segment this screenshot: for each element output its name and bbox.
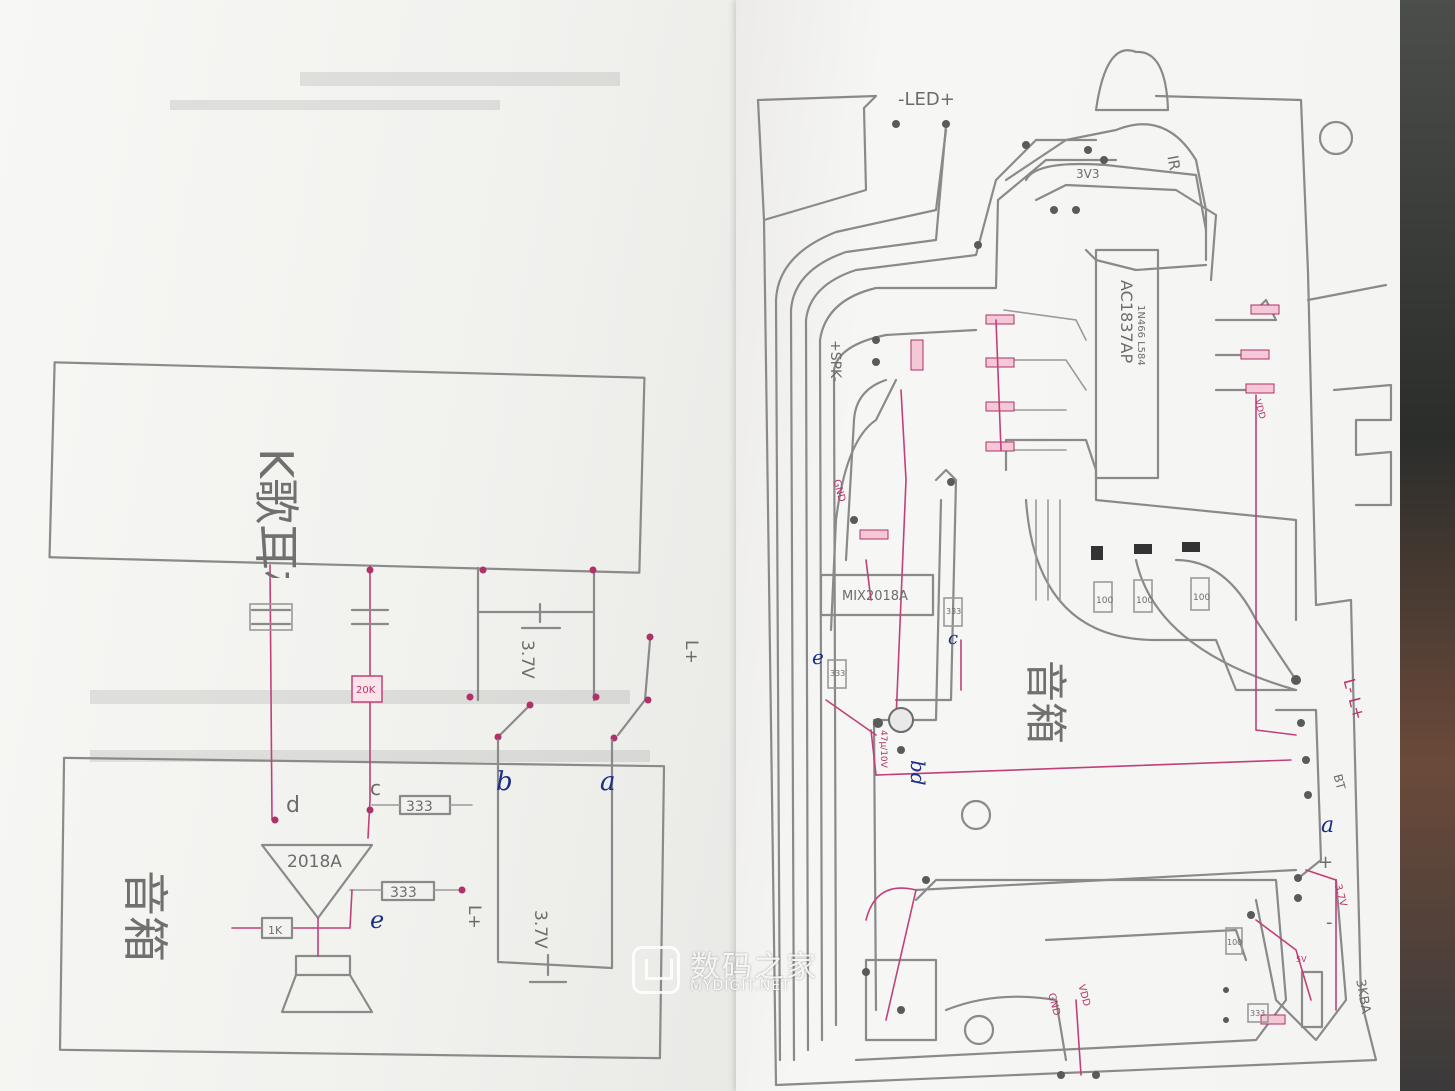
capacitor-c — [350, 608, 390, 626]
showthrough-text — [170, 100, 500, 110]
resistor-333-bottom — [380, 880, 436, 902]
battery-wires-top — [476, 566, 596, 702]
supply-wires — [496, 738, 614, 970]
svg-text:音箱: 音箱 — [118, 870, 172, 962]
watermark-subtitle: MYDIGIT.NET — [690, 978, 791, 994]
module-label: K歌耳机 — [180, 448, 310, 578]
svg-text:K歌耳机: K歌耳机 — [249, 448, 303, 578]
site-watermark: 数码之家 MYDIGIT.NET — [632, 940, 832, 1000]
resistor-1k — [260, 916, 294, 940]
switch-a — [616, 638, 652, 737]
res-333-block — [943, 597, 963, 627]
home-icon — [632, 946, 680, 994]
amp-box-label: 音箱 — [59, 870, 179, 962]
switch-b — [498, 703, 532, 737]
battery-top-symbol — [476, 602, 596, 630]
amp-box — [58, 756, 666, 1060]
capacitor-d — [249, 603, 293, 631]
right-paper-sheet: -LED+ IR 3V3 AC1837AP 1N466 L584 +SPK- M… — [736, 0, 1408, 1091]
res-333-block — [1247, 1003, 1269, 1023]
left-paper-sheet: K歌耳机 音箱 2018A 20K 1K 333 333 3.7V 3.7V L… — [0, 0, 738, 1091]
electrolytic-capacitor — [888, 707, 914, 733]
resistor-333-top — [398, 794, 452, 816]
board-top-left — [756, 94, 878, 222]
watermark-title: 数码之家 — [690, 950, 818, 985]
board-outline — [762, 94, 1378, 1087]
battery-bottom-symbol — [496, 953, 614, 984]
left-schematic-drawing — [48, 72, 666, 1060]
amplifier-triangle — [260, 843, 374, 920]
wire-c — [367, 565, 371, 839]
res-333-block — [827, 659, 847, 689]
resistor-100-blocks — [1091, 542, 1243, 955]
ic-amp-body — [819, 573, 935, 617]
pcb-layout-drawing — [756, 49, 1393, 1087]
mounting-hole — [1318, 120, 1354, 156]
pcb-box-label: 音箱 — [971, 660, 1081, 744]
solder-pads — [850, 120, 1312, 1079]
svg-text:音箱: 音箱 — [1021, 660, 1070, 744]
showthrough-text — [300, 72, 620, 86]
ic-small-body — [1300, 970, 1324, 1029]
ic-main-body — [1094, 248, 1160, 480]
module-box — [48, 361, 646, 574]
speaker-symbol — [280, 954, 374, 1014]
desk-background — [1400, 0, 1455, 1091]
board-notches — [1306, 283, 1393, 507]
mounting-hole — [963, 1014, 995, 1046]
resistor-20k — [351, 675, 383, 703]
mounting-hole — [960, 799, 992, 831]
wire-d — [269, 564, 273, 821]
ir-led-body — [1094, 49, 1170, 112]
